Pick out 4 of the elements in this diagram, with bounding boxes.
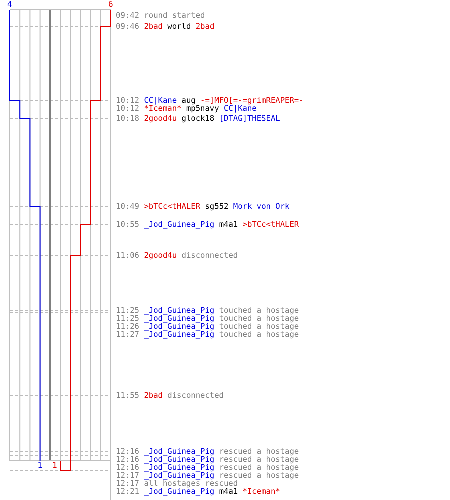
- count-label: 1: [52, 462, 58, 470]
- count-label: 4: [8, 1, 12, 9]
- count-label: 6: [108, 1, 114, 9]
- count-label: 1: [38, 462, 43, 470]
